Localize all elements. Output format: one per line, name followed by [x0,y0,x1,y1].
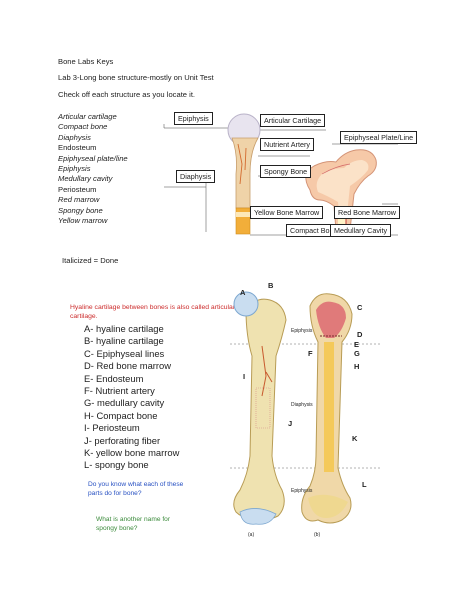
answer-item: K- yellow bone marrow [84,447,180,459]
label-medullary-cavity: Medullary Cavity [330,224,392,237]
label-epiphyseal-plate: Epiphyseal Plate/Line [340,131,418,144]
answer-item: C- Epiphyseal lines [84,347,165,359]
answer-item: I- Periosteum [84,422,140,434]
structure-item: Spongy bone [58,205,103,215]
diagram-letter-h: H [354,362,360,371]
structure-item: Epiphyseal plate/line [58,153,128,163]
doc-subtitle: Lab 3-Long bone structure-mostly on Unit… [58,73,214,82]
diagram-letter-i: I [243,372,246,381]
label-spongy-bone: Spongy Bone [260,165,312,178]
label-yellow-bone-marrow: Yellow Bone Marrow [250,206,324,219]
structure-item: Medullary cavity [58,174,113,184]
region-epiphysis-bottom: Epiphysis [291,488,313,494]
long-bone-diagram-2 [230,291,380,525]
long-bone-diagram-1 [163,113,398,236]
diagram-letter-e: E [354,340,360,349]
answer-item: G- medullary cavity [84,397,165,409]
region-diaphysis: Diaphysis [291,402,313,408]
question-function: Do you know what each of these parts do … [88,481,184,497]
structure-item: Endosteum [58,143,97,153]
structure-item: Yellow marrow [58,216,108,226]
diagram-letter-c: C [357,303,363,312]
caption-a: (a) [248,532,255,538]
label-nutrient-artery: Nutrient Artery [260,138,314,151]
diagram-letter-a: A [240,288,246,297]
diagram-letter-d: D [357,330,363,339]
answer-item: A- hyaline cartilage [84,323,164,334]
label-diaphysis: Diaphysis [176,170,216,183]
diagram-letter-j: J [288,419,293,428]
label-compact-bone: Compact Bone [286,224,342,237]
answer-item: L- spongy bone [84,459,149,471]
diagram-letter-b: B [268,281,274,290]
structure-list: Articular cartilage Compact bone Diaphys… [58,112,128,226]
doc-title: Bone Labs Keys [58,57,114,66]
structure-item: Diaphysis [58,132,91,142]
diagram-letter-k: K [352,434,358,443]
label-epiphysis: Epiphysis [174,112,213,125]
question-spongy-name: What is another name for spongy bone? [96,516,171,532]
structure-item: Epiphysis [58,164,91,174]
answer-item: D- Red bone marrow [84,360,172,372]
answer-item: E- Endosteum [84,372,144,384]
answer-item: H- Compact bone [84,409,158,421]
structure-item: Periosteum [58,184,97,194]
hyaline-note: Hyaline cartilage between bones is also … [70,304,236,320]
answer-item: F- Nutrient artery [84,385,155,397]
structure-item: Articular cartilage [58,112,117,121]
label-red-bone-marrow: Red Bone Marrow [334,206,400,219]
diagram-letter-f: F [308,349,313,358]
label-articular-cartilage: Articular Cartilage [260,114,326,127]
structure-item: Compact bone [58,122,108,132]
caption-b: (b) [314,532,321,538]
diagram-letter-g: G [354,349,360,358]
legend-italicized: Italicized = Done [62,256,119,265]
structure-item: Red marrow [58,195,100,205]
region-epiphysis-top: Epiphysis [291,328,313,334]
diagram-letter-l: L [362,480,367,489]
answer-item: B- hyaline cartilage [84,335,164,347]
answer-key-list: A- hyaline cartilage B- hyaline cartilag… [84,323,179,472]
instruction-text: Check off each structure as you locate i… [58,90,196,99]
answer-item: J- perforating fiber [84,434,161,446]
